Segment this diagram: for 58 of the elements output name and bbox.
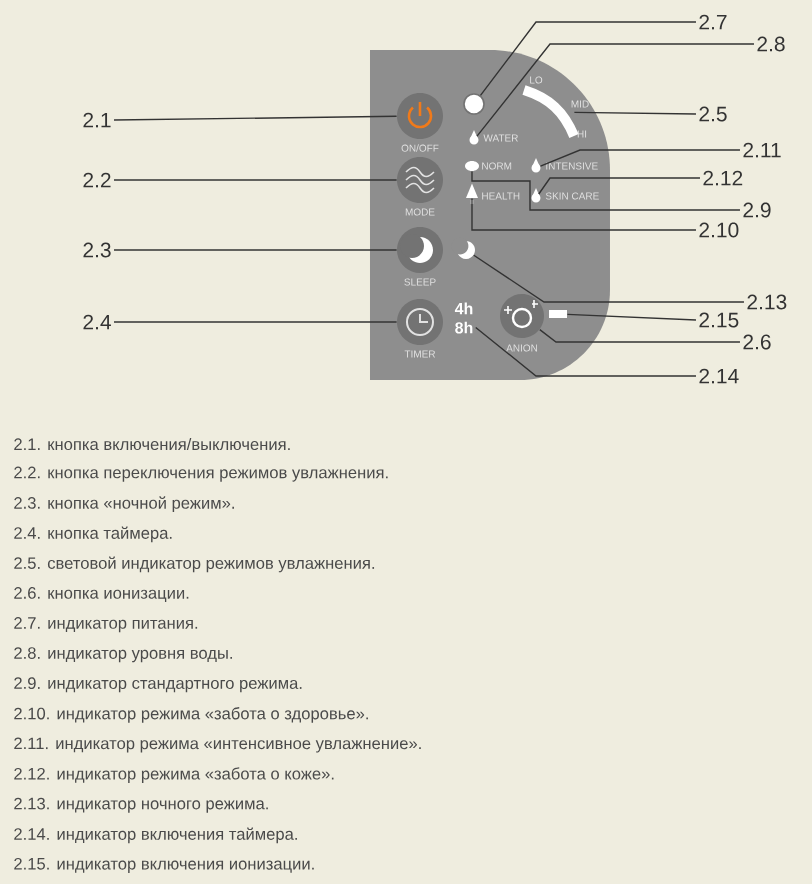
legend-item: 2.12. индикатор режима «забота о коже». bbox=[14, 767, 334, 783]
legend-item: 2.3. кнопка «ночной режим». bbox=[14, 496, 234, 513]
indicator-icon bbox=[531, 158, 541, 173]
leader-line bbox=[476, 43, 755, 137]
leader-line bbox=[479, 21, 697, 97]
indicator-icon bbox=[531, 188, 541, 203]
callout-number: 2.14 bbox=[699, 368, 739, 384]
leader-line bbox=[539, 328, 741, 343]
indicator-icon bbox=[465, 161, 479, 171]
leader-line bbox=[113, 115, 398, 121]
legend-item: 2.9. индикатор стандартного режима. bbox=[14, 677, 302, 693]
callout-number: 2.15 bbox=[699, 312, 739, 328]
leader-line bbox=[113, 249, 398, 251]
mode-button bbox=[397, 157, 443, 203]
leader-line bbox=[471, 170, 741, 211]
indicator-icon bbox=[466, 183, 478, 204]
callout-number: 2.1 bbox=[83, 112, 111, 128]
leader-line bbox=[573, 111, 697, 115]
callout-number: 2.8 bbox=[757, 36, 785, 52]
callout-number: 2.11 bbox=[743, 142, 781, 158]
leader-line bbox=[475, 326, 697, 377]
legend-item: 2.14. индикатор включения таймера. bbox=[14, 827, 297, 844]
legend-item: 2.10. индикатор режима «забота о здоровье». bbox=[14, 707, 368, 723]
leader-line bbox=[473, 254, 745, 303]
anion-button bbox=[500, 294, 544, 338]
callout-number: 2.9 bbox=[743, 202, 771, 218]
leader-line bbox=[113, 321, 398, 323]
legend-item: 2.4. кнопка таймера. bbox=[14, 526, 172, 543]
timer-button bbox=[397, 299, 443, 345]
legend-item: 2.6. кнопка ионизации. bbox=[14, 587, 189, 602]
legend-item: 2.15. индикатор включения ионизации. bbox=[14, 857, 314, 873]
legend-item: 2.5. световой индикатор режимов увлажнения. bbox=[14, 556, 375, 573]
legend-item: 2.1. кнопка включения/выключения. bbox=[14, 437, 290, 451]
callout-number: 2.4 bbox=[83, 314, 111, 330]
night-indicator bbox=[451, 237, 475, 259]
legend-item: 2.7. индикатор питания. bbox=[14, 617, 198, 633]
indicator-text: 4h 8h bbox=[454, 302, 473, 334]
callout-number: 2.7 bbox=[699, 14, 727, 30]
callout-number: 2.2 bbox=[83, 172, 111, 188]
legend-item: 2.11. индикатор режима «интенсивное увлажнение». bbox=[14, 737, 421, 753]
leader-line bbox=[539, 149, 741, 167]
power-button bbox=[397, 93, 443, 139]
leader-line bbox=[113, 179, 398, 181]
indicator-icon bbox=[469, 130, 479, 145]
callout-number: 2.13 bbox=[747, 294, 787, 310]
callout-number: 2.10 bbox=[699, 222, 739, 238]
ion-indicator bbox=[549, 310, 567, 318]
callout-number: 2.5 bbox=[699, 106, 727, 122]
callout-number: 2.3 bbox=[83, 242, 111, 258]
legend-item: 2.13. индикатор ночного режима. bbox=[14, 797, 268, 813]
legend-item: 2.2. кнопка переключения режимов увлажнения. bbox=[14, 466, 388, 482]
leader-line bbox=[538, 177, 701, 195]
sleep-button bbox=[397, 227, 443, 273]
legend-item: 2.8. индикатор уровня воды. bbox=[14, 647, 232, 663]
leader-line bbox=[566, 313, 697, 321]
leader-line bbox=[471, 197, 697, 231]
callout-number: 2.6 bbox=[743, 334, 771, 350]
callout-number: 2.12 bbox=[703, 170, 743, 186]
